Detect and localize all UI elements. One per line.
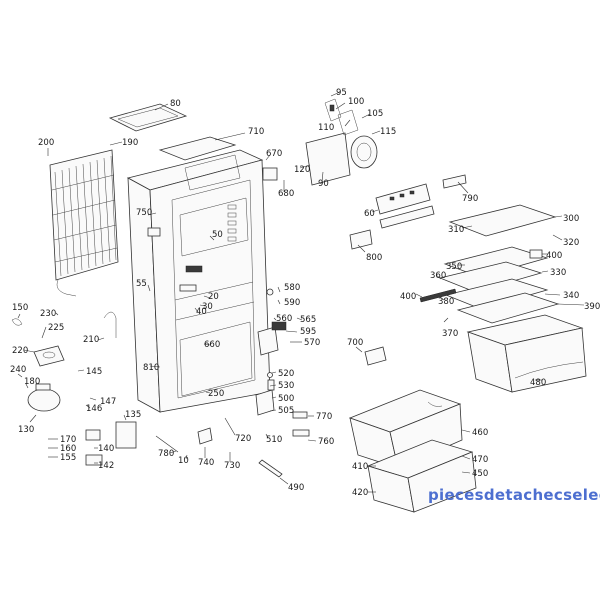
label-250: 250	[208, 389, 224, 399]
label-410: 410	[352, 462, 368, 472]
label-760: 760	[318, 437, 334, 447]
label-310: 310	[448, 225, 464, 235]
label-680: 680	[278, 189, 294, 199]
label-155: 155	[60, 453, 76, 463]
label-147: 147	[100, 397, 116, 407]
label-720: 720	[235, 434, 251, 444]
label-135: 135	[125, 410, 141, 420]
label-60: 60	[364, 209, 375, 219]
label-770: 770	[316, 412, 332, 422]
label-810: 810	[143, 363, 159, 373]
label-380: 380	[438, 297, 454, 307]
label-590: 590	[284, 298, 300, 308]
label-360: 360	[430, 271, 446, 281]
label-210: 210	[83, 335, 99, 345]
label-670: 670	[266, 149, 282, 159]
label-800: 800	[366, 253, 382, 263]
label-510: 510	[266, 435, 282, 445]
label-50: 50	[212, 230, 223, 240]
label-400-mid: 400	[400, 292, 416, 302]
label-225: 225	[48, 323, 64, 333]
label-190: 190	[122, 138, 138, 148]
watermark-text: piecesdetachecselec.com	[428, 486, 600, 504]
crisper-drawer	[466, 314, 587, 393]
label-150: 150	[12, 303, 28, 313]
leader-lines	[17, 91, 585, 493]
condenser-grille	[49, 149, 119, 297]
label-10: 10	[178, 456, 189, 466]
label-115: 115	[380, 127, 396, 137]
label-505: 505	[278, 406, 294, 416]
top-panel	[108, 103, 188, 132]
label-120: 120	[294, 165, 310, 175]
label-330: 330	[550, 268, 566, 278]
label-580: 580	[284, 283, 300, 293]
label-390: 390	[584, 302, 600, 312]
label-780: 780	[158, 449, 174, 459]
label-450: 450	[472, 469, 488, 479]
label-740: 740	[198, 458, 214, 468]
label-200: 200	[38, 138, 54, 148]
label-220: 220	[12, 346, 28, 356]
label-240: 240	[10, 365, 26, 375]
label-560: 560	[276, 314, 292, 324]
label-100: 100	[348, 97, 364, 107]
label-490: 490	[288, 483, 304, 493]
label-350: 350	[446, 262, 462, 272]
label-500: 500	[278, 394, 294, 404]
label-700: 700	[347, 338, 363, 348]
label-750: 750	[136, 208, 152, 218]
label-110: 110	[318, 123, 334, 133]
label-400-top: 400	[546, 251, 562, 261]
cabinet-body	[126, 136, 271, 413]
label-146: 146	[86, 404, 102, 414]
control-panel	[349, 174, 467, 250]
label-420: 420	[352, 488, 368, 498]
label-160: 160	[60, 444, 76, 454]
label-30: 30	[202, 302, 213, 312]
label-105: 105	[367, 109, 383, 119]
label-340: 340	[563, 291, 579, 301]
label-55: 55	[136, 279, 147, 289]
label-80: 80	[170, 99, 181, 109]
label-300: 300	[563, 214, 579, 224]
freezer-drawer-lower	[366, 439, 477, 513]
label-130: 130	[18, 425, 34, 435]
label-370: 370	[442, 329, 458, 339]
label-40: 40	[196, 307, 207, 317]
label-140: 140	[98, 444, 114, 454]
label-730: 730	[224, 461, 240, 471]
label-710: 710	[248, 127, 264, 137]
label-95: 95	[336, 88, 347, 98]
label-660: 660	[204, 340, 220, 350]
label-480: 480	[530, 378, 546, 388]
label-565: 565	[300, 315, 316, 325]
label-460: 460	[472, 428, 488, 438]
label-180: 180	[24, 377, 40, 387]
small-components	[11, 167, 387, 478]
label-320: 320	[563, 238, 579, 248]
label-145: 145	[86, 367, 102, 377]
label-790: 790	[462, 194, 478, 204]
label-142: 142	[98, 461, 114, 471]
label-570: 570	[304, 338, 320, 348]
label-90: 90	[318, 179, 329, 189]
label-230: 230	[40, 309, 56, 319]
label-530: 530	[278, 381, 294, 391]
label-520: 520	[278, 369, 294, 379]
label-470: 470	[472, 455, 488, 465]
label-20: 20	[208, 292, 219, 302]
fan-assembly	[305, 98, 378, 186]
part-labels: 80 710 200 190 670 680 95 100 110 105 11…	[10, 88, 600, 498]
label-595: 595	[300, 327, 316, 337]
label-170: 170	[60, 435, 76, 445]
